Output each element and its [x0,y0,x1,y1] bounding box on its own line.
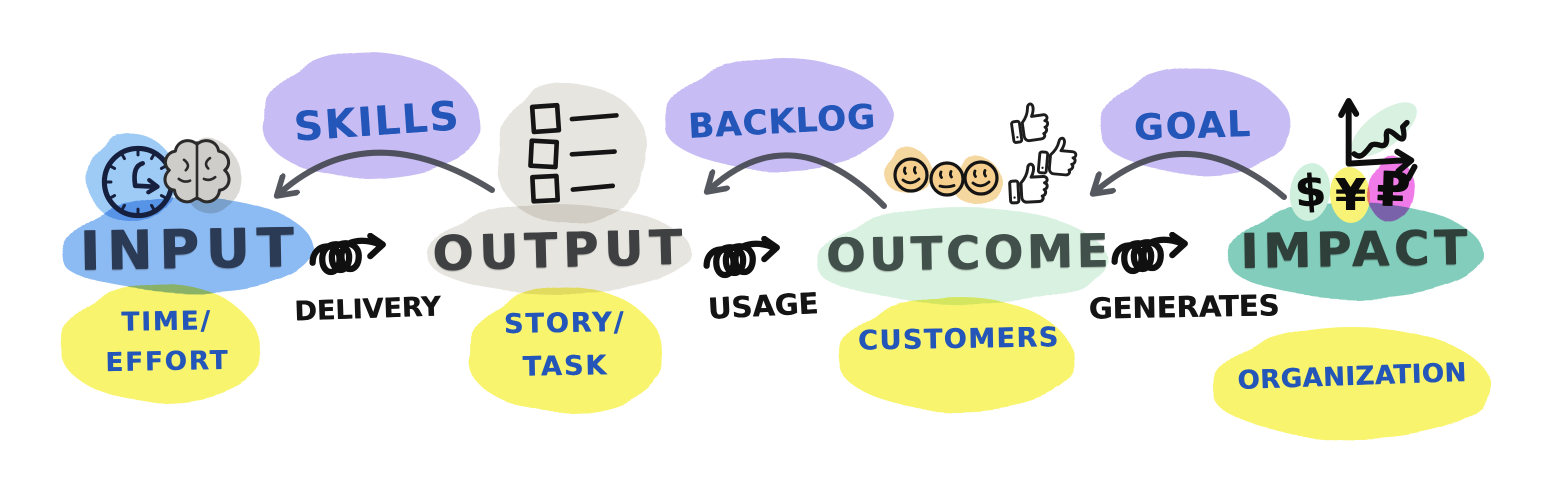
ruble-symbol: ₽ [1375,161,1411,219]
customers-bubble [838,297,1076,411]
story-task-line1: STORY/ [503,306,626,341]
usage-label: USAGE [706,286,820,326]
organization-bubble [1212,327,1492,439]
time-effort-bubble [60,284,262,402]
smiley-happy-icon [893,157,929,193]
story-task-bubble [468,287,664,413]
thumbs-up-icon [1007,161,1050,205]
output-label: OUTPUT [431,219,689,283]
input-highlight [62,197,314,293]
clock-icon [101,145,175,219]
smiley-neutral-icon [929,161,965,197]
time-effort-line2: EFFORT [105,345,230,379]
growth-chart-icon [1338,97,1418,182]
organization-label: ORGANIZATION [1236,358,1468,396]
delivery-coil-arrow [313,236,383,272]
customers-label: CUSTOMERS [857,322,1060,357]
checklist-icon [528,102,619,204]
usage-coil-arrow [707,239,777,275]
smiley-happy-icon [963,160,999,196]
yen-symbol: ¥ [1334,170,1366,221]
generates-coil-arrow [1115,235,1185,271]
generates-label: GENERATES [1088,288,1280,326]
outcome-label: OUTCOME [825,223,1113,283]
backlog-bubble [664,58,894,170]
delivery-label: DELIVERY [293,291,442,328]
outcome-highlight [817,207,1109,304]
input-label: INPUT [79,216,301,283]
story-task-label: STORY/ TASK [489,301,640,390]
time-effort-line1: TIME/ [121,306,213,338]
story-task-line2: TASK [522,350,609,383]
output-highlight [428,204,692,294]
brain-icon [163,139,231,204]
dollar-symbol: $ [1292,164,1328,219]
goal-label: GOAL [1133,103,1253,150]
time-effort-label: TIME/ EFFORT [91,301,242,384]
